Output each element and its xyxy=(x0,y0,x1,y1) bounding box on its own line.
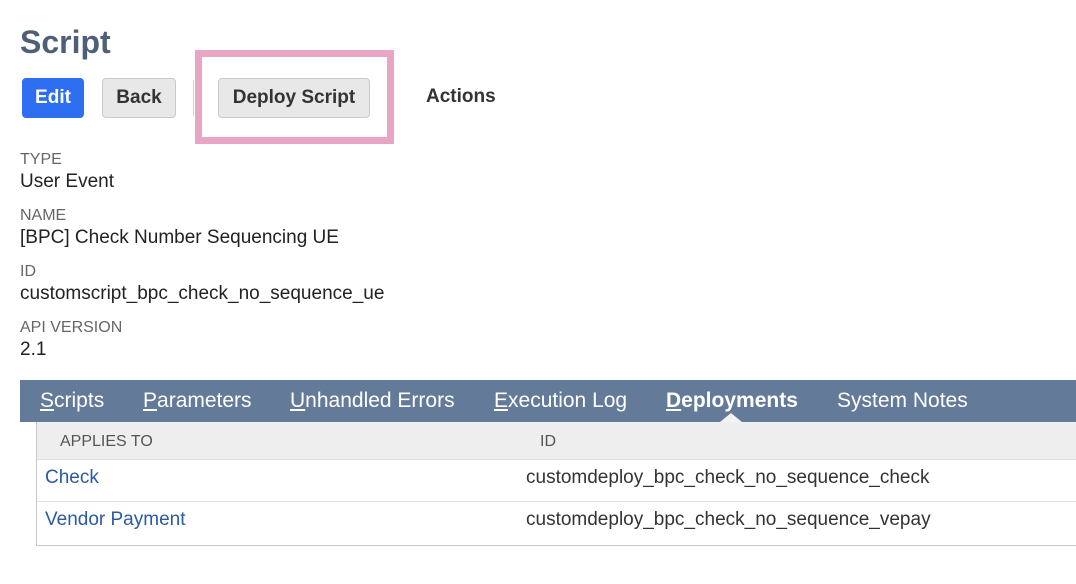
field-name: NAME [BPC] Check Number Sequencing UE xyxy=(20,206,339,250)
field-id-value: customscript_bpc_check_no_sequence_ue xyxy=(20,283,385,304)
deployment-id: customdeploy_bpc_check_no_sequence_check xyxy=(526,467,930,488)
field-id: ID customscript_bpc_check_no_sequence_ue xyxy=(20,262,384,306)
table-row: Vendor Payment customdeploy_bpc_check_no… xyxy=(37,502,1076,544)
field-type-label: TYPE xyxy=(20,151,62,168)
subtab-bar: Scripts Parameters Unhandled Errors Exec… xyxy=(20,380,1076,422)
field-id-label: ID xyxy=(20,263,36,280)
edit-button[interactable]: Edit xyxy=(22,78,84,118)
tab-unhandled-errors[interactable]: Unhandled Errors xyxy=(290,389,455,412)
tab-execution-log[interactable]: Execution Log xyxy=(494,389,628,412)
table-row: Check customdeploy_bpc_check_no_sequence… xyxy=(37,460,1076,502)
table-header: APPLIES TO ID xyxy=(37,422,1076,460)
field-name-label: NAME xyxy=(20,207,67,224)
deployment-id: customdeploy_bpc_check_no_sequence_vepay xyxy=(526,509,931,530)
actions-menu[interactable]: Actions xyxy=(426,86,496,107)
field-api-version: API VERSION 2.1 xyxy=(20,318,122,362)
back-button[interactable]: Back xyxy=(102,78,176,118)
active-tab-caret-icon xyxy=(720,413,742,422)
applies-to-link[interactable]: Vendor Payment xyxy=(45,509,186,530)
tab-system-notes[interactable]: System Notes xyxy=(837,389,968,412)
tab-scripts[interactable]: Scripts xyxy=(40,389,105,412)
deploy-script-button[interactable]: Deploy Script xyxy=(218,78,370,118)
column-header-applies-to[interactable]: APPLIES TO xyxy=(60,433,153,450)
page-title: Script xyxy=(20,24,111,60)
field-type-value: User Event xyxy=(20,171,114,192)
toolbar-separator xyxy=(193,80,194,116)
field-api-version-label: API VERSION xyxy=(20,319,123,336)
deployments-table: APPLIES TO ID Check customdeploy_bpc_che… xyxy=(36,422,1076,546)
field-api-version-value: 2.1 xyxy=(20,339,47,360)
applies-to-link[interactable]: Check xyxy=(45,467,99,488)
field-name-value: [BPC] Check Number Sequencing UE xyxy=(20,227,339,248)
column-header-id[interactable]: ID xyxy=(540,433,556,450)
deploy-highlight-box xyxy=(195,50,394,144)
field-type: TYPE User Event xyxy=(20,150,114,194)
tab-parameters[interactable]: Parameters xyxy=(143,389,252,412)
tab-deployments[interactable]: Deployments xyxy=(666,389,798,412)
